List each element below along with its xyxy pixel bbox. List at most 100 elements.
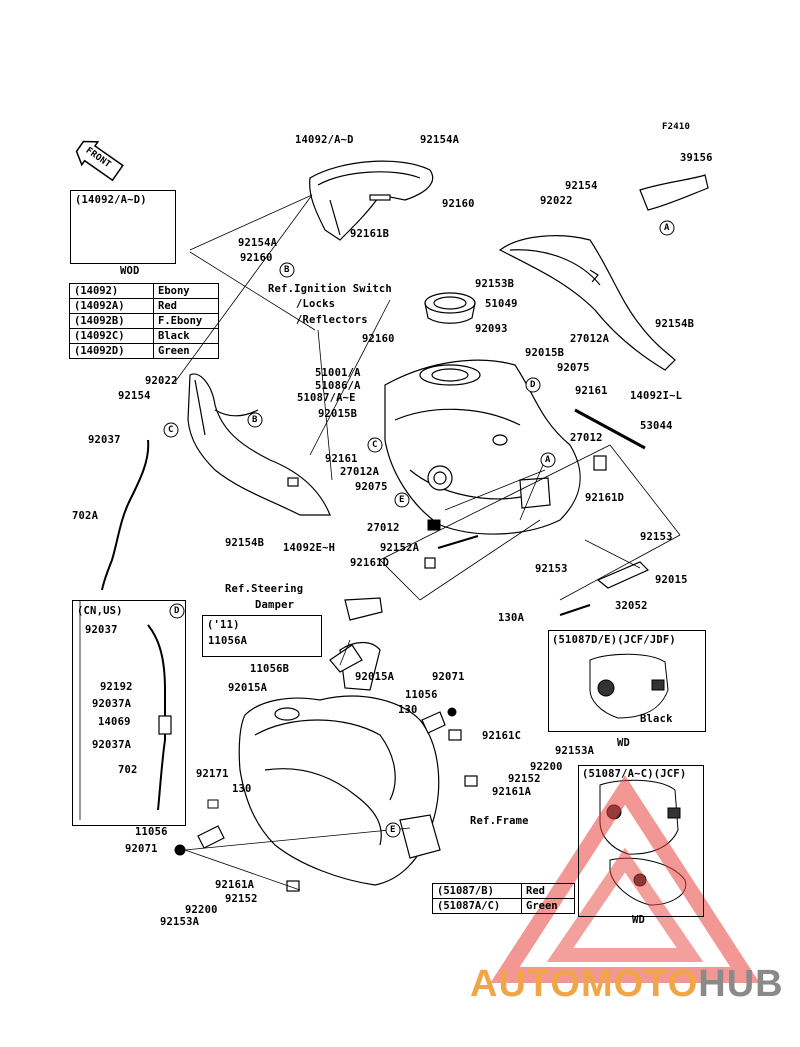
left-side-cover-part	[187, 373, 331, 516]
part-92200-low[interactable]: 92200	[185, 904, 218, 916]
part-92161-mid[interactable]: 92161	[325, 453, 358, 465]
part-92153a-right[interactable]: 92153A	[555, 745, 595, 757]
year-11-inset-box	[202, 615, 322, 657]
part-11056a[interactable]: 11056A	[208, 635, 248, 647]
color-table-row: (51087/B)Red	[432, 883, 575, 899]
part-92075-right[interactable]: 92075	[557, 362, 590, 374]
part-92015b-left[interactable]: 92015B	[318, 408, 358, 420]
part-92154b-left[interactable]: 92154B	[225, 537, 265, 549]
marker-c-label: C	[168, 425, 174, 435]
ref-ignition-line3[interactable]: /Reflectors	[296, 314, 368, 326]
hose-702a-part	[101, 439, 150, 591]
part-92071-low[interactable]: 92071	[125, 843, 158, 855]
ref-steering-line1[interactable]: Ref.Steering	[225, 583, 304, 595]
part-92152a[interactable]: 92152A	[380, 542, 420, 554]
wod-inset-box	[70, 190, 176, 264]
part-51001[interactable]: 51001/A	[315, 367, 361, 379]
part-51087[interactable]: 51087/A~E	[297, 392, 356, 404]
cn-part-14069[interactable]: 14069	[98, 716, 131, 728]
part-92161d-mid[interactable]: 92161D	[350, 557, 390, 569]
part-130-top[interactable]: 130	[398, 704, 418, 716]
marker-e-icon	[394, 492, 410, 508]
grommet-92161a-low-part	[286, 880, 300, 892]
part-92037-left[interactable]: 92037	[88, 434, 121, 446]
part-27012a-left[interactable]: 27012A	[340, 466, 380, 478]
part-92154a-top[interactable]: 92154A	[420, 134, 460, 146]
frame-part	[238, 641, 441, 886]
cn-part-92037[interactable]: 92037	[85, 624, 118, 636]
part-92160-top[interactable]: 92160	[442, 198, 475, 210]
part-92075-left[interactable]: 92075	[355, 481, 388, 493]
part-92154-left[interactable]: 92154	[118, 390, 151, 402]
cn-part-92037a-2[interactable]: 92037A	[92, 739, 132, 751]
color-table-row: (14092D)Green	[69, 343, 219, 359]
ref-steering-line2[interactable]: Damper	[255, 599, 295, 611]
part-11056b[interactable]: 11056B	[250, 663, 290, 675]
part-53044[interactable]: 53044	[640, 420, 673, 432]
part-51049[interactable]: 51049	[485, 298, 518, 310]
part-92071-top[interactable]: 92071	[432, 671, 465, 683]
part-130-low[interactable]: 130	[232, 783, 252, 795]
cn-part-702[interactable]: 702	[118, 764, 138, 776]
part-92161b[interactable]: 92161B	[350, 228, 390, 240]
part-92171[interactable]: 92171	[196, 768, 229, 780]
part-92161a-low[interactable]: 92161A	[215, 879, 255, 891]
part-92015[interactable]: 92015	[655, 574, 688, 586]
part-92161c[interactable]: 92161C	[482, 730, 522, 742]
marker-e2-label: E	[390, 825, 396, 835]
marker-a2-label: A	[545, 455, 551, 465]
color-code: (51087/B)	[432, 883, 522, 899]
jcf-jdf-caption: WD	[617, 737, 631, 749]
part-92161d-right[interactable]: 92161D	[585, 492, 625, 504]
part-27012-right[interactable]: 27012	[570, 432, 603, 444]
part-92154-right[interactable]: 92154	[565, 180, 598, 192]
strip-53044-part	[574, 408, 646, 450]
color-table-row: (14092)Ebony	[69, 283, 219, 299]
marker-e2-icon	[385, 822, 401, 838]
part-92154b[interactable]: 92154B	[655, 318, 695, 330]
part-92152-low[interactable]: 92152	[225, 893, 258, 905]
ref-frame[interactable]: Ref.Frame	[470, 815, 529, 827]
part-92152-right[interactable]: 92152	[508, 773, 541, 785]
cn-part-92037a-1[interactable]: 92037A	[92, 698, 132, 710]
marker-b-label: B	[284, 265, 290, 275]
part-27012-mid[interactable]: 27012	[367, 522, 400, 534]
part-92153-a[interactable]: 92153	[640, 531, 673, 543]
part-92153a-low[interactable]: 92153A	[160, 916, 200, 928]
part-702a[interactable]: 702A	[72, 510, 99, 522]
part-92022-right[interactable]: 92022	[540, 195, 573, 207]
part-27012a-right[interactable]: 27012A	[570, 333, 610, 345]
part-11056-top[interactable]: 11056	[405, 689, 438, 701]
marker-b2-label: B	[252, 415, 258, 425]
part-92022-left[interactable]: 92022	[145, 375, 178, 387]
part-92161-right[interactable]: 92161	[575, 385, 608, 397]
part-92093[interactable]: 92093	[475, 323, 508, 335]
ref-ignition-line1[interactable]: Ref.Ignition Switch	[268, 283, 392, 295]
part-14092[interactable]: 14092/A~D	[295, 134, 354, 146]
part-92160-mid[interactable]: 92160	[362, 333, 395, 345]
part-92200-right[interactable]: 92200	[530, 761, 563, 773]
part-92160-left[interactable]: 92160	[240, 252, 273, 264]
part-92153b[interactable]: 92153B	[475, 278, 515, 290]
cn-part-92192[interactable]: 92192	[100, 681, 133, 693]
part-92015b-right[interactable]: 92015B	[525, 347, 565, 359]
collar-92071-top-part	[447, 707, 457, 717]
collar-92071-part	[174, 844, 186, 856]
part-92015a-left[interactable]: 92015A	[228, 682, 268, 694]
part-14092il[interactable]: 14092I~L	[630, 390, 683, 402]
part-92161a-right[interactable]: 92161A	[492, 786, 532, 798]
part-14092eh[interactable]: 14092E~H	[283, 542, 336, 554]
part-32052[interactable]: 32052	[615, 600, 648, 612]
part-92015a-right[interactable]: 92015A	[355, 671, 395, 683]
ref-ignition-line2[interactable]: /Locks	[296, 298, 336, 310]
part-11056-low[interactable]: 11056	[135, 826, 168, 838]
part-92154a-left[interactable]: 92154A	[238, 237, 278, 249]
part-39156[interactable]: 39156	[680, 152, 713, 164]
watermark-part1: AUTOMOTO	[470, 963, 699, 1005]
filler-cap-part	[424, 292, 476, 324]
part-130a[interactable]: 130A	[498, 612, 525, 624]
part-51086[interactable]: 51086/A	[315, 380, 361, 392]
jcf-jdf-inset-box	[548, 630, 706, 732]
filter-14069-part	[158, 715, 172, 735]
part-92153-b[interactable]: 92153	[535, 563, 568, 575]
